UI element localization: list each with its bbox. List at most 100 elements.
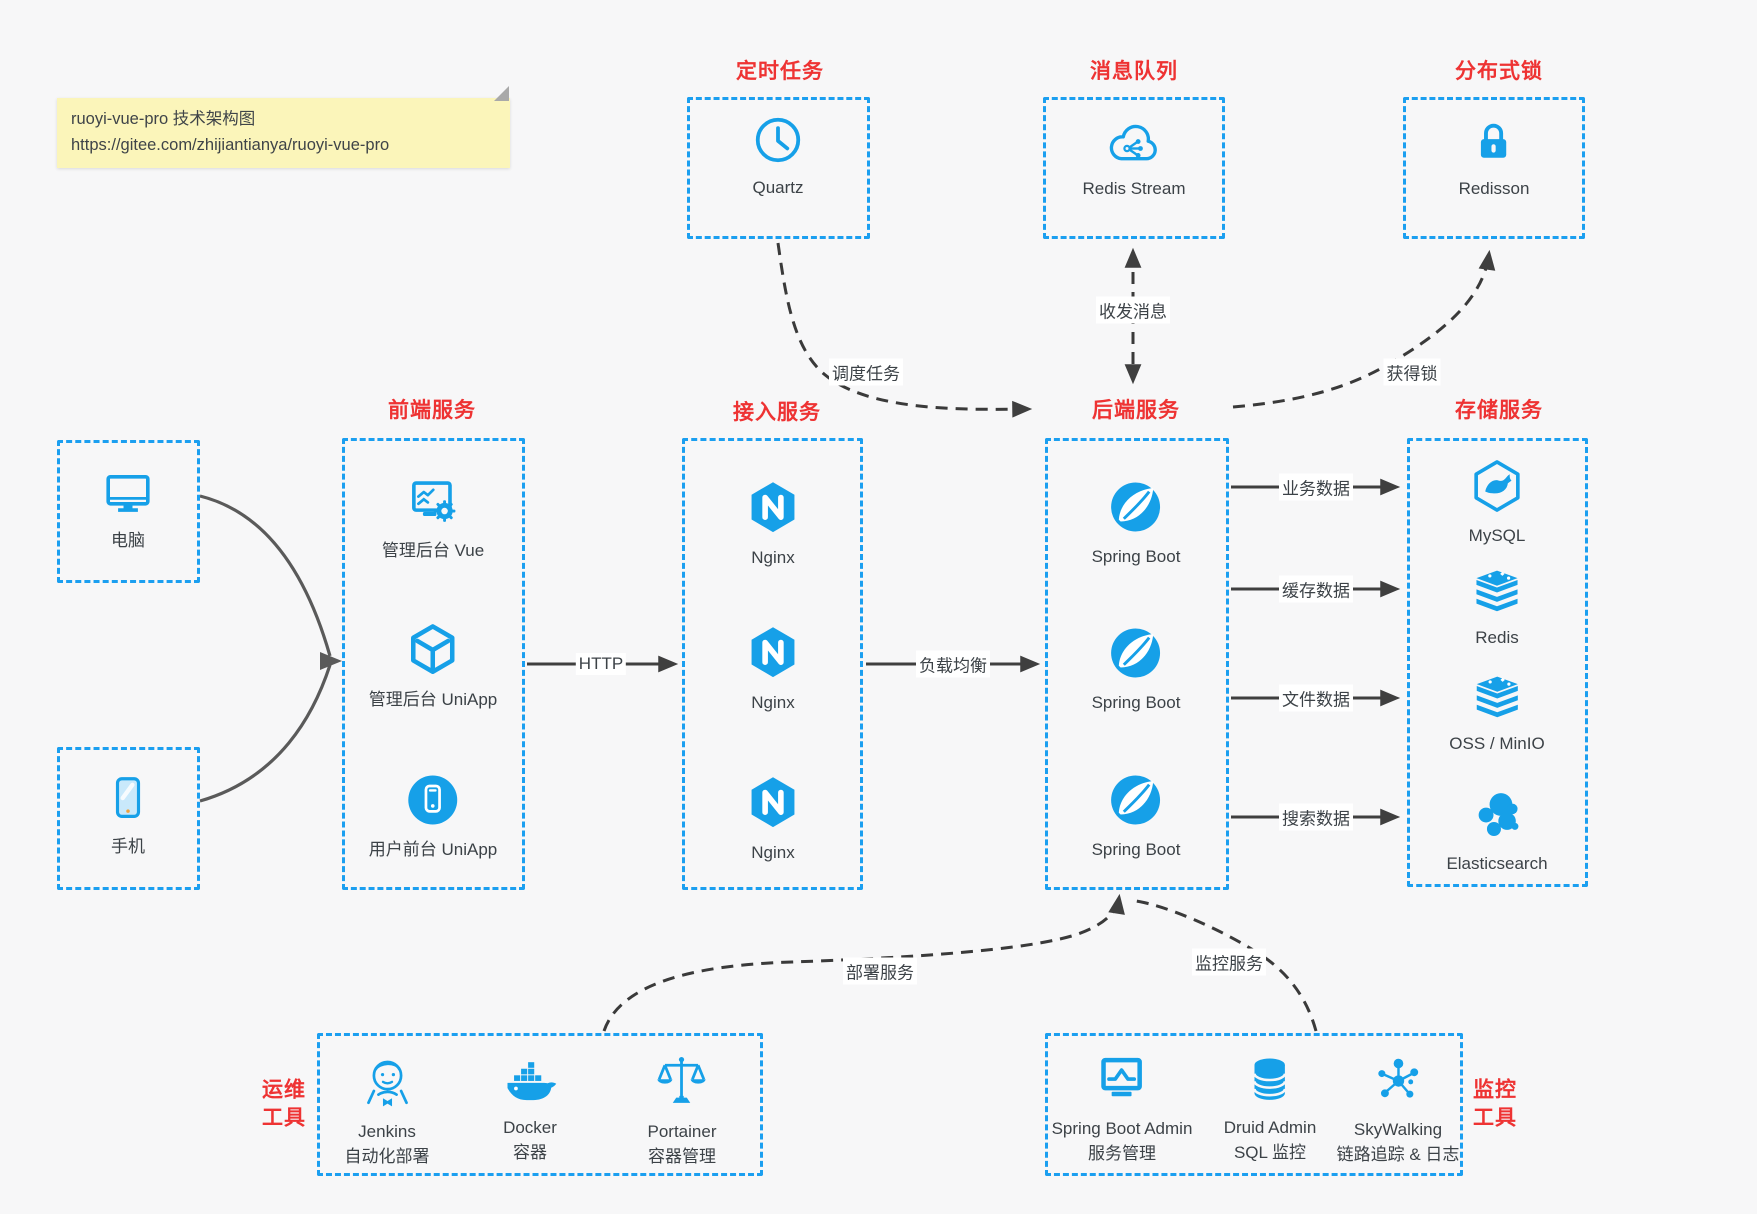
docker-icon: [507, 1062, 557, 1101]
node-label: 用户前台 UniApp: [368, 840, 498, 859]
node-label: Redis: [1475, 628, 1519, 647]
edge-label-load-balance: 负载均衡: [916, 650, 990, 678]
jenkins-icon: [366, 1060, 408, 1107]
spring-boot-admin-icon: [1101, 1057, 1143, 1097]
portainer-icon: [657, 1056, 707, 1103]
node-label: 手机: [111, 837, 145, 856]
group-title-monitor-tools: 监控 工具: [1473, 1077, 1517, 1134]
smartphone-icon: [115, 777, 141, 818]
node-label: Spring Boot: [1091, 547, 1181, 566]
message-queue-box: [1043, 97, 1225, 239]
node-jenkins: Jenkins 自动化部署: [345, 1051, 430, 1167]
clock-icon: [755, 117, 801, 163]
phone-box: [57, 747, 200, 890]
lock-icon: [1481, 123, 1507, 158]
node-label: Jenkins: [358, 1122, 416, 1141]
node-portainer: Portainer 容器管理: [647, 1051, 717, 1167]
node-spring-boot-admin: Spring Boot Admin 服务管理: [1051, 1052, 1193, 1164]
mysql-icon: [1474, 460, 1520, 512]
spring-boot-icon: [1111, 482, 1161, 532]
node-phone: 手机: [100, 770, 156, 857]
node-label: Docker: [503, 1118, 557, 1137]
node-nginx-3: Nginx: [745, 774, 801, 863]
storage-box: [1407, 438, 1588, 887]
spring-boot-icon: [1111, 628, 1161, 678]
edge-label-business-data: 业务数据: [1279, 473, 1353, 501]
node-oss-minio: OSS / MinIO: [1449, 673, 1545, 754]
monitor-title-line2: 工具: [1473, 1107, 1517, 1130]
node-label: 管理后台 Vue: [381, 541, 485, 560]
edge-label-http: HTTP: [575, 653, 627, 675]
group-title-devops-tools: 运维 工具: [262, 1077, 306, 1134]
node-admin-uniapp: 管理后台 UniApp: [369, 621, 497, 710]
edge-label-search-data: 搜索数据: [1279, 803, 1353, 831]
edge-label-deploy: 部署服务: [843, 957, 917, 985]
uniapp-cube-icon: [411, 624, 455, 675]
group-title-gateway: 接入服务: [733, 401, 821, 424]
druid-icon: [1253, 1058, 1287, 1100]
redis-icon: [1476, 570, 1518, 612]
node-nginx-1: Nginx: [745, 479, 801, 568]
edge-schedule: [776, 242, 1033, 418]
node-label: Portainer: [647, 1122, 717, 1141]
monitor-box: [1045, 1033, 1463, 1176]
node-skywalking: SkyWalking 链路追踪 & 日志: [1337, 1053, 1459, 1165]
monitor-title-line1: 监控: [1473, 1078, 1517, 1102]
node-label: Spring Boot: [1091, 693, 1181, 712]
node-label: Quartz: [752, 178, 804, 197]
edge-lock: [1232, 249, 1496, 409]
node-docker: Docker 容器: [500, 1053, 560, 1163]
user-app-icon: [408, 775, 458, 825]
node-label: MySQL: [1468, 526, 1526, 545]
note-title: ruoyi-vue-pro 技术架构图: [71, 110, 256, 128]
node-label: Elasticsearch: [1446, 854, 1548, 873]
elasticsearch-icon: [1478, 793, 1518, 836]
node-quartz: Quartz: [751, 113, 805, 198]
devops-title-line2: 工具: [262, 1107, 306, 1130]
group-title-frontend: 前端服务: [388, 399, 476, 422]
node-redisson: Redisson: [1459, 112, 1529, 199]
group-title-backend: 后端服务: [1092, 399, 1180, 422]
node-label: SkyWalking: [1353, 1120, 1443, 1139]
group-title-storage: 存储服务: [1455, 399, 1543, 422]
node-nginx-2: Nginx: [745, 624, 801, 713]
nginx-icon: [751, 482, 795, 533]
node-computer: 电脑: [99, 466, 157, 551]
note-url: https://gitee.com/zhijiantianya/ruoyi-vu…: [71, 135, 390, 154]
node-redis-stream: Redis Stream: [1082, 116, 1186, 199]
node-label: Nginx: [751, 693, 795, 712]
node-sublabel: 容器: [513, 1143, 547, 1163]
edge-label-monitor: 监控服务: [1192, 948, 1266, 976]
node-redis: Redis: [1468, 567, 1526, 648]
group-title-message-queue: 消息队列: [1090, 60, 1178, 83]
node-admin-vue: 管理后台 Vue: [382, 474, 484, 561]
nginx-icon: [751, 627, 795, 678]
node-sublabel: 容器管理: [647, 1147, 716, 1167]
skywalking-icon: [1378, 1058, 1419, 1098]
node-label: Spring Boot: [1091, 840, 1181, 859]
edge-label-message: 收发消息: [1096, 296, 1170, 324]
node-sublabel: 服务管理: [1088, 1144, 1156, 1164]
node-sublabel: SQL 监控: [1233, 1143, 1307, 1163]
oss-icon: [1476, 676, 1518, 718]
node-spring-boot-3: Spring Boot: [1091, 771, 1181, 860]
computer-box: [57, 440, 200, 583]
devops-box: [317, 1033, 763, 1176]
spring-boot-icon: [1111, 775, 1161, 825]
edge-label-lock: 获得锁: [1383, 358, 1441, 386]
mq-cloud-icon: [1110, 124, 1158, 161]
node-label: Druid Admin: [1223, 1118, 1317, 1137]
admin-vue-icon: [412, 481, 456, 522]
client-merge-arrowhead: [320, 652, 342, 670]
client-merge-curves: [199, 494, 332, 803]
frontend-box: [342, 438, 525, 890]
node-label: Nginx: [751, 548, 795, 567]
node-label: Spring Boot Admin: [1051, 1119, 1193, 1138]
node-elasticsearch: Elasticsearch: [1446, 787, 1548, 874]
sticky-note: ruoyi-vue-pro 技术架构图 https://gitee.com/zh…: [57, 98, 510, 168]
backend-box: [1045, 438, 1229, 890]
node-label: Redis Stream: [1082, 179, 1186, 198]
node-mysql: MySQL: [1468, 457, 1526, 546]
edge-label-file-data: 文件数据: [1279, 684, 1353, 712]
